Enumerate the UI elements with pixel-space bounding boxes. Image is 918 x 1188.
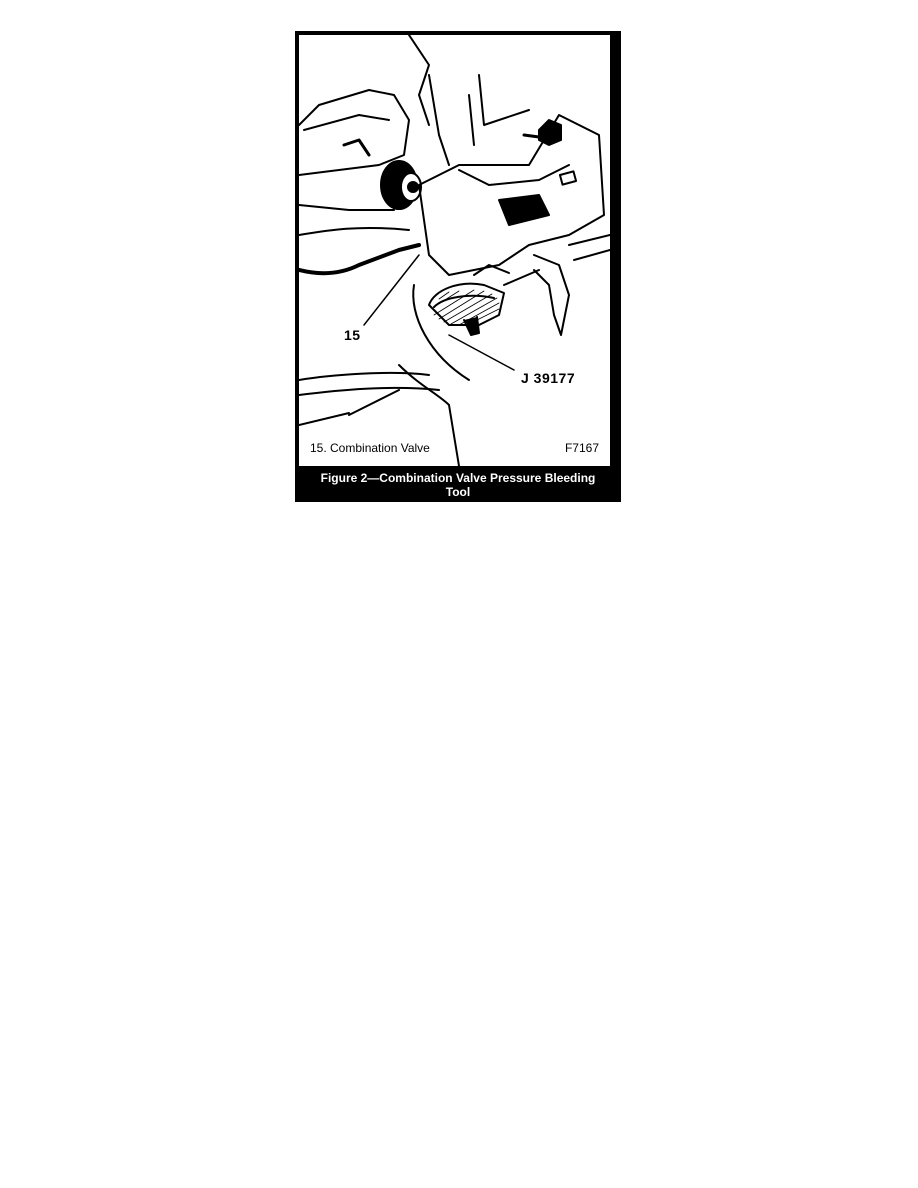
figure-frame: 15 J 39177 15. Combination Valve F7167 F… [295, 31, 621, 502]
figure-legend: 15. Combination Valve [310, 441, 430, 455]
figure-code: F7167 [564, 441, 599, 455]
caption-line-1: Figure 2—Combination Valve Pressure Blee… [320, 471, 596, 485]
combination-valve-illustration [299, 35, 610, 466]
caption-line-2: Tool [445, 485, 471, 499]
figure-caption: Figure 2—Combination Valve Pressure Blee… [295, 471, 621, 499]
frame-right-border [610, 31, 621, 471]
callout-combination-valve: 15 [344, 327, 361, 343]
illustration-panel: 15 J 39177 15. Combination Valve F7167 [299, 35, 610, 466]
callout-bleeding-tool: J 39177 [521, 370, 576, 386]
